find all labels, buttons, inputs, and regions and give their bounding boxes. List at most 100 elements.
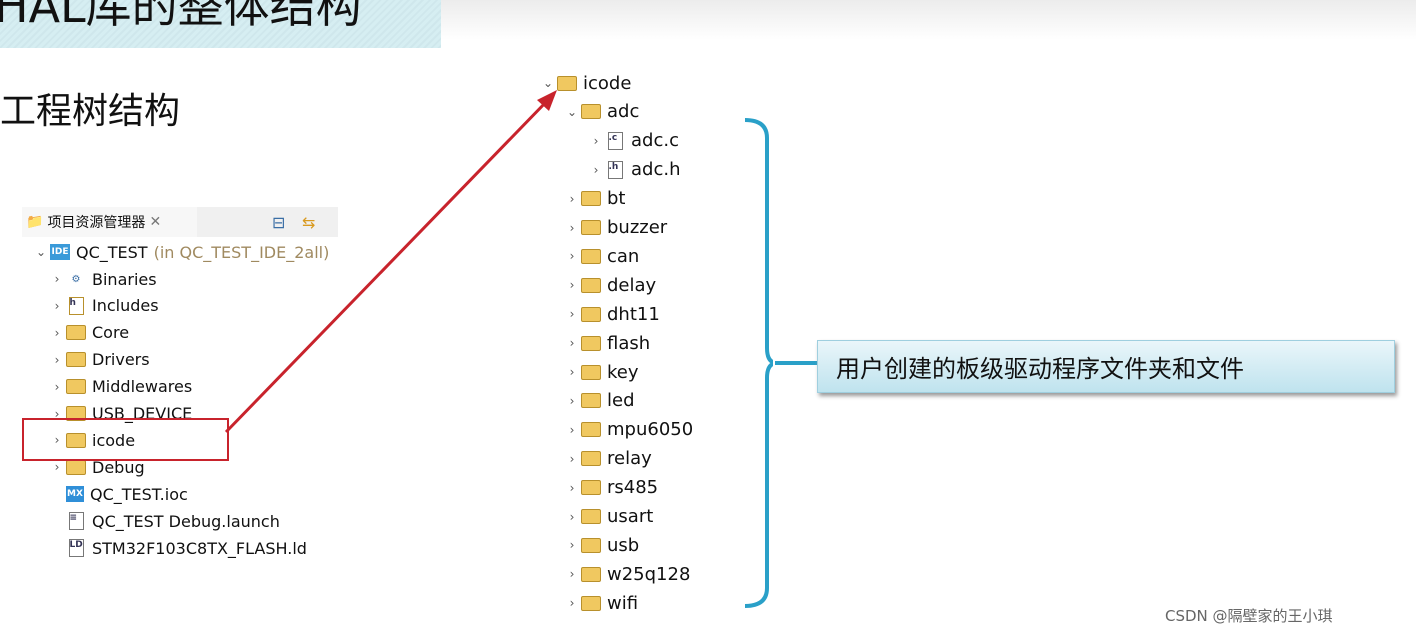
tree-item-rs485[interactable]: › rs485	[563, 474, 659, 502]
chevron-right-icon[interactable]: ›	[569, 249, 575, 264]
item-label: rs485	[607, 477, 659, 499]
link-editor-icon[interactable]: ⇆	[302, 213, 316, 232]
chevron-right-icon[interactable]: ›	[569, 278, 575, 293]
tree-item-drivers[interactable]: ›Drivers	[48, 347, 150, 373]
chevron-right-icon[interactable]: ›	[569, 451, 575, 466]
chevron-right-icon[interactable]: ›	[569, 596, 575, 611]
item-label: bt	[607, 188, 626, 210]
chevron-right-icon[interactable]: ›	[54, 406, 60, 421]
item-label: QC_TEST.ioc	[90, 484, 188, 504]
tab-project-explorer[interactable]: 📁项目资源管理器✕	[22, 207, 197, 237]
item-label: adc.h	[631, 159, 681, 181]
folder-icon	[66, 378, 86, 396]
tree-item-can[interactable]: ›can	[563, 242, 640, 270]
header-gradient	[441, 0, 1416, 40]
chevron-right-icon[interactable]: ›	[54, 298, 60, 313]
chevron-right-icon[interactable]: ›	[569, 393, 575, 408]
tree-item-adc[interactable]: ⌄adc	[563, 98, 639, 126]
item-label: w25q128	[607, 563, 691, 585]
tree-item-wifi[interactable]: ›wifi	[563, 589, 638, 617]
tree-item-led[interactable]: ›led	[563, 387, 635, 415]
folder-icon	[66, 405, 86, 423]
tree-item-buzzer[interactable]: › buzzer	[563, 214, 668, 242]
item-label: adc.c	[631, 130, 679, 152]
tree-item-delay[interactable]: › delay	[563, 271, 657, 299]
tree-item-dht11[interactable]: ›dht11	[563, 300, 660, 328]
tree-item-relay[interactable]: › relay	[563, 445, 652, 473]
tree-item-bt[interactable]: › bt	[563, 185, 626, 213]
tree-item-key[interactable]: › key	[563, 358, 639, 386]
tree-item-mpu6050[interactable]: ›mpu6050	[563, 416, 694, 444]
item-label: Debug	[92, 457, 145, 477]
tree-item-icode[interactable]: › icode	[48, 427, 135, 453]
folder-icon	[581, 450, 601, 468]
chevron-down-icon[interactable]: ⌄	[566, 104, 578, 119]
item-label: icode	[583, 72, 632, 94]
tree-item-usart[interactable]: ›usart	[563, 503, 654, 531]
tree-item-w25q128[interactable]: › w25q128	[563, 560, 691, 588]
watermark: CSDN @隔壁家的王小琪	[1165, 607, 1333, 625]
tree-item-debug[interactable]: › Debug	[48, 454, 145, 480]
chevron-right-icon[interactable]: ›	[569, 422, 575, 437]
folder-icon	[581, 565, 601, 583]
slide-title: HAL库的整体结构	[0, 0, 362, 33]
chevron-right-icon[interactable]: ›	[569, 365, 575, 379]
chevron-right-icon[interactable]: ›	[569, 307, 575, 322]
chevron-right-icon[interactable]: ›	[569, 509, 575, 524]
chevron-down-icon[interactable]: ⌄	[35, 245, 47, 259]
folder-icon	[581, 392, 601, 410]
folder-icon	[581, 103, 601, 121]
tree-item-core[interactable]: › Core	[48, 320, 129, 346]
item-label: delay	[607, 274, 657, 296]
chevron-right-icon[interactable]: ›	[54, 325, 60, 340]
chevron-right-icon[interactable]: ›	[569, 538, 575, 553]
chevron-right-icon[interactable]: ›	[54, 433, 60, 448]
tree-item-middlewares[interactable]: › Middlewares	[48, 374, 193, 400]
bracket	[744, 118, 773, 608]
item-label: Middlewares	[92, 377, 193, 397]
ide-project-icon: IDE	[50, 244, 70, 260]
folder-icon	[581, 508, 601, 526]
project-note: (in QC_TEST_IDE_2all)	[153, 242, 330, 262]
folder-icon	[581, 363, 601, 381]
collapse-all-icon[interactable]: ⊟	[272, 213, 286, 232]
chevron-right-icon[interactable]: ›	[54, 379, 60, 394]
folder-icon	[581, 247, 601, 265]
chevron-right-icon[interactable]: ›	[569, 220, 575, 235]
chevron-right-icon[interactable]: ›	[593, 162, 599, 177]
chevron-right-icon[interactable]: ›	[569, 480, 575, 495]
chevron-right-icon[interactable]: ›	[593, 133, 599, 148]
folder-icon	[66, 324, 86, 342]
highlight-box	[22, 418, 229, 461]
item-label: key	[607, 361, 639, 383]
tree-item-flash[interactable]: ›flash	[563, 329, 651, 357]
includes-icon: h	[66, 296, 86, 315]
tree-item-usb[interactable]: › usb	[563, 531, 640, 559]
folder-icon	[557, 74, 577, 92]
chevron-right-icon[interactable]: ›	[54, 352, 60, 367]
chevron-right-icon[interactable]: ›	[569, 567, 575, 582]
tree-item-qc-test-debug-launch[interactable]: ≡QC_TEST Debug.launch	[48, 508, 280, 534]
item-label: usb	[607, 534, 640, 556]
chevron-right-icon[interactable]: ›	[54, 460, 60, 475]
folder-icon	[581, 305, 601, 323]
tree-item-icode[interactable]: ⌄ icode	[539, 69, 631, 97]
item-label: relay	[607, 448, 652, 470]
tree-item-binaries[interactable]: ›⚙Binaries	[48, 266, 157, 292]
chevron-right-icon[interactable]: ›	[569, 191, 575, 206]
chevron-right-icon[interactable]: ›	[54, 272, 60, 286]
close-icon[interactable]: ✕	[149, 214, 162, 230]
item-label: Core	[92, 323, 130, 343]
chevron-down-icon[interactable]: ⌄	[542, 76, 554, 90]
chevron-right-icon[interactable]: ›	[569, 336, 575, 351]
item-label: icode	[92, 430, 136, 450]
item-label: buzzer	[607, 217, 668, 238]
slide-subtitle: 工程树结构	[0, 91, 181, 132]
